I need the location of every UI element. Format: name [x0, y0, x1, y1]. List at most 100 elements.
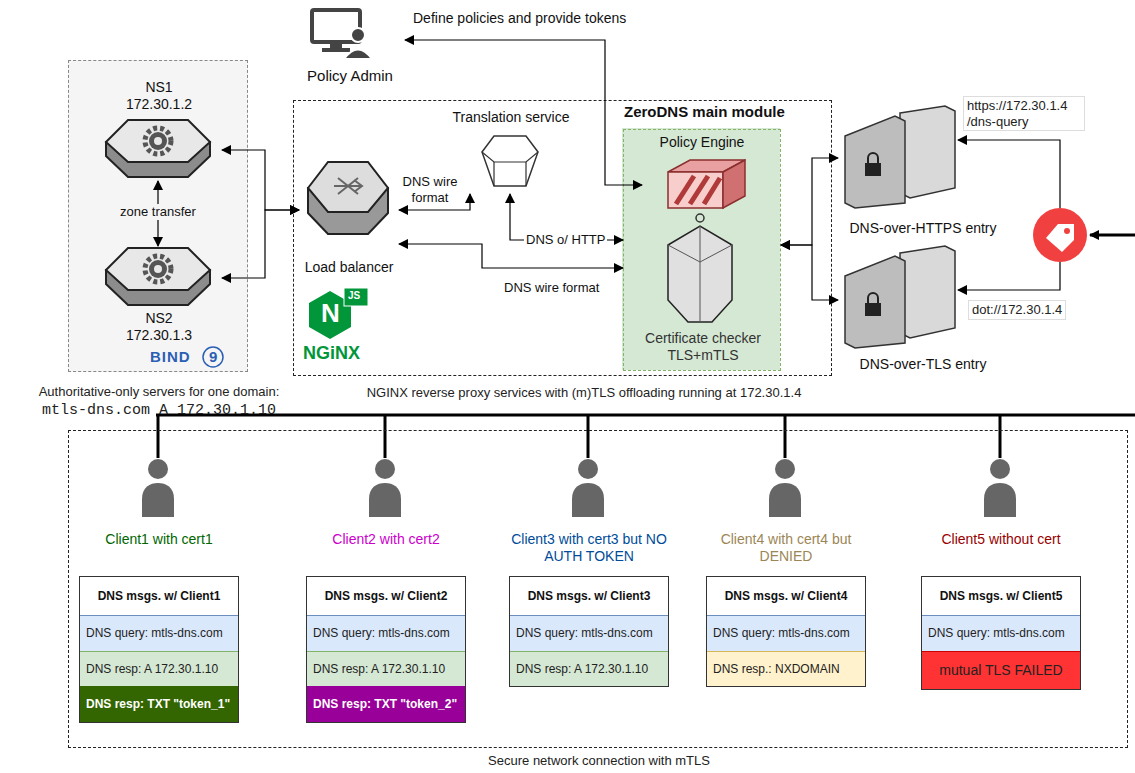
node-text: DNS resp.: NXDOMAIN	[713, 662, 859, 676]
message-table: DNS msgs. w/ Client5DNS query: mtls-dns.…	[921, 576, 1081, 690]
message-table: DNS msgs. w/ Client4DNS query: mtls-dns.…	[706, 576, 866, 687]
doh-wire	[958, 140, 1060, 208]
certificate-checker: Certificate checker TLS+mTLS Policy Engin…	[623, 129, 781, 371]
node-text: DNS query: mtls-dns.com	[516, 626, 662, 640]
connector	[781, 245, 838, 300]
node-text: Client5 without cert	[916, 531, 1086, 548]
node-text: DNS resp: A 172.30.1.10	[516, 662, 662, 676]
node-text: DNS resp: TXT "token_1"	[86, 697, 232, 711]
message-row: DNS query: mtls-dns.com	[707, 615, 865, 650]
node-text: Load balancer	[299, 259, 399, 276]
client: Client3 with cert3 but NO AUTH TOKEN DNS …	[504, 446, 674, 736]
load-balancer-icon	[308, 162, 388, 234]
connector	[405, 40, 642, 185]
node-text: ZeroDNS main module	[624, 103, 829, 121]
node-text: DNS resp: A 172.30.1.10	[86, 662, 232, 676]
person-icon	[984, 459, 1016, 517]
node-text: mutual TLS FAILED	[928, 662, 1074, 679]
message-row: DNS resp: A 172.30.1.10	[307, 651, 465, 686]
node-text: mtls-dns.com A 172.30.1.10	[21, 402, 297, 420]
nginx-logo-letter: N	[321, 300, 340, 326]
client: Client1 with cert1DNS msgs. w/ Client1DN…	[74, 446, 244, 736]
message-table: DNS msgs. w/ Client3DNS query: mtls-dns.…	[509, 576, 669, 687]
node-text: DNS msgs. w/ Client5	[922, 577, 1080, 615]
network-group: Secure network connection with mTLSClien…	[68, 430, 1128, 748]
node-text: Translation service	[441, 109, 581, 126]
node-text: DNS msgs. w/ Client3	[510, 577, 668, 615]
person-icon	[572, 459, 604, 517]
node-text: NS1 172.30.1.2	[119, 79, 199, 113]
node-text: DNS msgs. w/ Client4	[707, 577, 865, 615]
nginx-logo-text: NGiNX	[303, 343, 360, 365]
connector	[399, 244, 623, 268]
message-row: DNS query: mtls-dns.com	[307, 615, 465, 650]
client: Client4 with cert4 but DENIED DNS msgs. w…	[701, 446, 871, 736]
message-row: DNS query: mtls-dns.com	[510, 615, 668, 650]
policy-admin: Policy Admin	[295, 5, 405, 90]
node-text: DNS query: mtls-dns.com	[313, 626, 459, 640]
policy-engine-icon	[668, 160, 745, 208]
entry-icon	[845, 246, 955, 348]
policy-engine: Policy Engine	[642, 134, 762, 216]
node-text: DNS-over-HTTPS entry	[838, 220, 1008, 237]
node-text: Client3 with cert3 but NO AUTH TOKEN	[504, 531, 674, 565]
server-icon	[106, 248, 210, 305]
name-server: NS1 172.30.1.2	[96, 79, 222, 181]
edge-label: zone transfer	[118, 204, 198, 220]
node-text: Policy Admin	[295, 67, 405, 85]
certificate-checker-icon	[668, 214, 732, 322]
node-text: DNS query: mtls-dns.com	[713, 626, 859, 640]
node-text: DNS resp: TXT "token_2"	[313, 697, 459, 711]
node-text: Certificate checker TLS+mTLS	[624, 330, 782, 364]
node-text: DNS msgs. w/ Client1	[80, 577, 238, 615]
server-icon	[106, 120, 210, 177]
message-table: DNS msgs. w/ Client2DNS query: mtls-dns.…	[306, 576, 466, 723]
client: Client5 without certDNS msgs. w/ Client5…	[916, 446, 1086, 736]
node-text: Client2 with cert2	[301, 531, 471, 548]
bind-logo-text: BIND	[150, 348, 191, 366]
node-text: Secure network connection with mTLS	[69, 753, 1129, 769]
incoming-wire	[1090, 234, 1135, 237]
name-server: NS2 172.30.1.3	[96, 246, 222, 346]
node-text: NS2 172.30.1.3	[119, 310, 199, 344]
connector	[781, 158, 838, 245]
node-text: NGINX reverse proxy services with (m)TLS…	[324, 385, 844, 401]
edge-label: DNS wire format	[502, 280, 601, 296]
person-icon	[369, 459, 401, 517]
message-row: mutual TLS FAILED	[922, 651, 1080, 689]
bind-logo-number: 9	[209, 348, 217, 366]
node-text: Client4 with cert4 but DENIED	[701, 531, 871, 565]
person-icon	[142, 459, 174, 517]
nginx-js-badge: JS	[348, 290, 360, 302]
dot-wire	[958, 262, 1060, 290]
node-text: Authoritative-only servers for one domai…	[21, 384, 297, 400]
admin-icon	[312, 10, 372, 59]
message-row: DNS query: mtls-dns.com	[80, 615, 238, 650]
edge-label: DNS o/ HTTP	[524, 232, 607, 248]
node-text: DNS query: mtls-dns.com	[86, 626, 232, 640]
message-row: DNS resp: TXT "token_1"	[80, 686, 238, 721]
translation-service: Translation service	[441, 109, 581, 194]
client-app-icon	[1033, 208, 1087, 262]
node-text: DNS msgs. w/ Client2	[307, 577, 465, 615]
nginx-logo	[309, 288, 368, 339]
load-balancer: Load balancer	[299, 161, 399, 281]
node-text: DNS-over-TLS entry	[838, 356, 1008, 373]
url-label: dot://172.30.1.4	[968, 300, 1066, 320]
node-text: DNS resp: A 172.30.1.10	[313, 662, 459, 676]
client: Client2 with cert2DNS msgs. w/ Client2DN…	[301, 446, 471, 736]
server-group-ground	[68, 60, 248, 372]
translation-icon	[482, 136, 538, 186]
message-row: DNS resp.: NXDOMAIN	[707, 651, 865, 686]
message-row: DNS resp: A 172.30.1.10	[510, 651, 668, 686]
connector	[222, 150, 299, 210]
message-row: DNS resp: A 172.30.1.10	[80, 651, 238, 686]
url-label: https://172.30.1.4 /dns-query	[963, 96, 1085, 131]
person-icon	[769, 459, 801, 517]
message-row: DNS query: mtls-dns.com	[922, 615, 1080, 650]
connector	[222, 210, 299, 278]
node-text: Policy Engine	[642, 134, 762, 151]
entry-icon	[845, 106, 955, 208]
edge-label: DNS wire format	[399, 174, 461, 205]
message-row: DNS resp: TXT "token_2"	[307, 686, 465, 721]
